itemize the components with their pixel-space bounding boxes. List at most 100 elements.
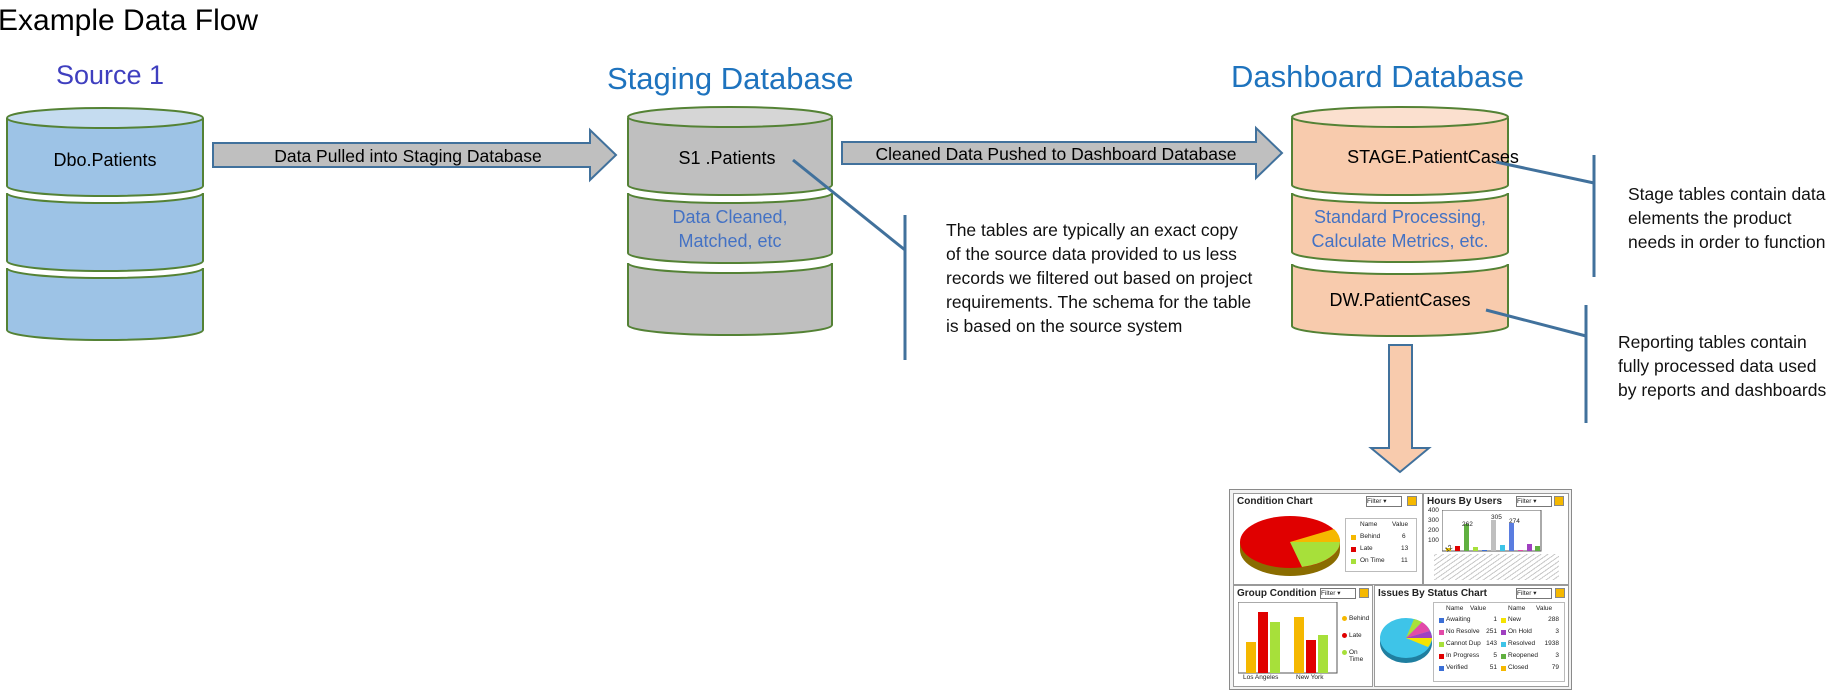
issues-legend-swatch (1439, 654, 1444, 659)
staging-note: The tables are typically an exact copy o… (946, 220, 1253, 336)
issues-pie (1380, 618, 1432, 663)
group-bar-chart (1238, 602, 1338, 674)
issues-legend-value: 3 (1555, 628, 1559, 635)
staging-layer-2b: Matched, etc (678, 231, 781, 251)
dashboard-cylinder (1291, 106, 1509, 337)
issues-by-status-title: Issues By Status Chart (1378, 588, 1487, 599)
issues-header: Value (1470, 605, 1487, 612)
staging-callout-line (792, 158, 906, 252)
legend-header-name: Name (1360, 521, 1378, 528)
issues-legend-value: 5 (1493, 652, 1497, 659)
hours-bar-label: 305 (1491, 514, 1502, 521)
dashboard-db-title: Dashboard Database (1231, 59, 1524, 94)
hours-y-tick: 400 (1428, 507, 1439, 514)
staging-cylinder (627, 106, 833, 336)
staging-layer-1: S1 .Patients (678, 148, 775, 168)
condition-pie (1240, 516, 1341, 576)
legend-swatch-behind (1351, 535, 1356, 540)
arrow-staging-to-dashboard (841, 125, 1284, 181)
stage-callout-line (1495, 160, 1595, 185)
legend-row-value: 11 (1401, 557, 1408, 564)
group-legend-label: On Time (1349, 649, 1364, 663)
hours-filter-select[interactable]: Filter ▾ (1516, 496, 1552, 507)
issues-legend-name: Reopened (1508, 652, 1538, 659)
issues-legend-swatch (1501, 666, 1506, 671)
group-category-label: New York (1296, 674, 1324, 681)
staging-layer-2a: Data Cleaned, (672, 207, 787, 227)
hours-y-tick: 300 (1428, 517, 1439, 524)
hours-bar-label: 274 (1509, 518, 1520, 525)
hours-y-tick: 200 (1428, 527, 1439, 534)
issues-legend-swatch (1439, 666, 1444, 671)
issues-legend-row: Cannot Dup 143 (1437, 640, 1499, 650)
issues-legend-name: On Hold (1508, 628, 1532, 635)
condition-chart-title: Condition Chart (1237, 496, 1313, 507)
dashboard-layer-1: STAGE.PatientCases (1347, 147, 1519, 167)
hours-x-labels (1434, 554, 1559, 580)
issues-legend-swatch (1439, 618, 1444, 623)
legend-row-name: Late (1360, 545, 1373, 552)
issues-header: Name (1446, 605, 1464, 612)
issues-legend-row: New 288 (1499, 616, 1561, 626)
group-category-label: Los Angeles (1243, 674, 1279, 681)
legend-header-value: Value (1392, 521, 1409, 528)
arrow-2-label: Cleaned Data Pushed to Dashboard Databas… (876, 144, 1237, 164)
issues-legend-name: Resolved (1508, 640, 1536, 647)
legend-swatch-late (1351, 547, 1356, 552)
issues-legend-swatch (1501, 654, 1506, 659)
issues-legend-row: On Hold 3 (1499, 628, 1561, 638)
issues-legend-name: Cannot Dup (1446, 640, 1481, 647)
issues-legend-value: 251 (1486, 628, 1497, 635)
group-filter-select[interactable]: Filter ▾ (1320, 588, 1356, 599)
dashboard-layer-3: DW.PatientCases (1329, 290, 1470, 310)
issues-by-status-panel: Issues By Status Chart Filter ▾ Name Val… (1374, 585, 1569, 687)
issues-legend-swatch (1501, 630, 1506, 635)
hours-export-icon[interactable] (1554, 496, 1564, 506)
legend-row-name: On Time (1360, 557, 1385, 564)
dashboard-layer-2a: Standard Processing, (1314, 207, 1486, 227)
issues-legend-name: Verified (1446, 664, 1468, 671)
issues-header: Value (1536, 605, 1553, 612)
issues-filter-select[interactable]: Filter ▾ (1516, 588, 1552, 599)
issues-legend-row: Awaiting 1 (1437, 616, 1499, 626)
group-legend-swatch (1342, 633, 1347, 638)
group-export-icon[interactable] (1359, 588, 1369, 598)
issues-legend-swatch (1501, 618, 1506, 623)
page-title: Example Data Flow (0, 4, 259, 37)
issues-legend-value: 1 (1493, 616, 1497, 623)
hours-y-tick: 100 (1428, 537, 1439, 544)
issues-legend-name: New (1508, 616, 1522, 623)
issues-legend-row: In Progress 5 (1437, 652, 1499, 662)
legend-row-name: Behind (1360, 533, 1381, 540)
source-cylinder (6, 107, 204, 341)
dashboard-layer-2b: Calculate Metrics, etc. (1311, 231, 1488, 251)
issues-legend-row: Verified 51 (1437, 664, 1499, 674)
arrow-down-to-dashboard (1368, 344, 1432, 474)
hours-bar-label: 262 (1462, 521, 1473, 528)
condition-filter-select[interactable]: Filter ▾ (1366, 496, 1402, 507)
issues-header: Name (1508, 605, 1526, 612)
issues-legend-name: Awaiting (1446, 616, 1471, 623)
source-layer-1: Dbo.Patients (53, 150, 156, 170)
issues-legend-value: 143 (1486, 640, 1497, 647)
issues-legend-value: 288 (1548, 616, 1559, 623)
issues-legend: Name Value Name Value Awaiting 1 No Resolv… (1433, 602, 1565, 682)
group-legend-swatch (1342, 650, 1347, 655)
issues-export-icon[interactable] (1555, 588, 1565, 598)
issues-legend-name: Closed (1508, 664, 1529, 671)
legend-swatch-on-time (1351, 559, 1356, 564)
group-legend-swatch (1342, 616, 1347, 621)
hours-by-users-panel: Hours By Users Filter ▾ 400 300 200 100 … (1423, 493, 1569, 585)
group-legend-label: Behind (1349, 615, 1370, 622)
condition-export-icon[interactable] (1407, 496, 1417, 506)
issues-legend-value: 51 (1489, 664, 1497, 671)
hours-bar-chart (1442, 510, 1542, 552)
issues-legend-name: In Progress (1446, 652, 1480, 659)
group-legend-label: Late (1349, 632, 1362, 639)
issues-legend-swatch (1501, 642, 1506, 647)
arrow-source-to-staging (212, 127, 618, 183)
